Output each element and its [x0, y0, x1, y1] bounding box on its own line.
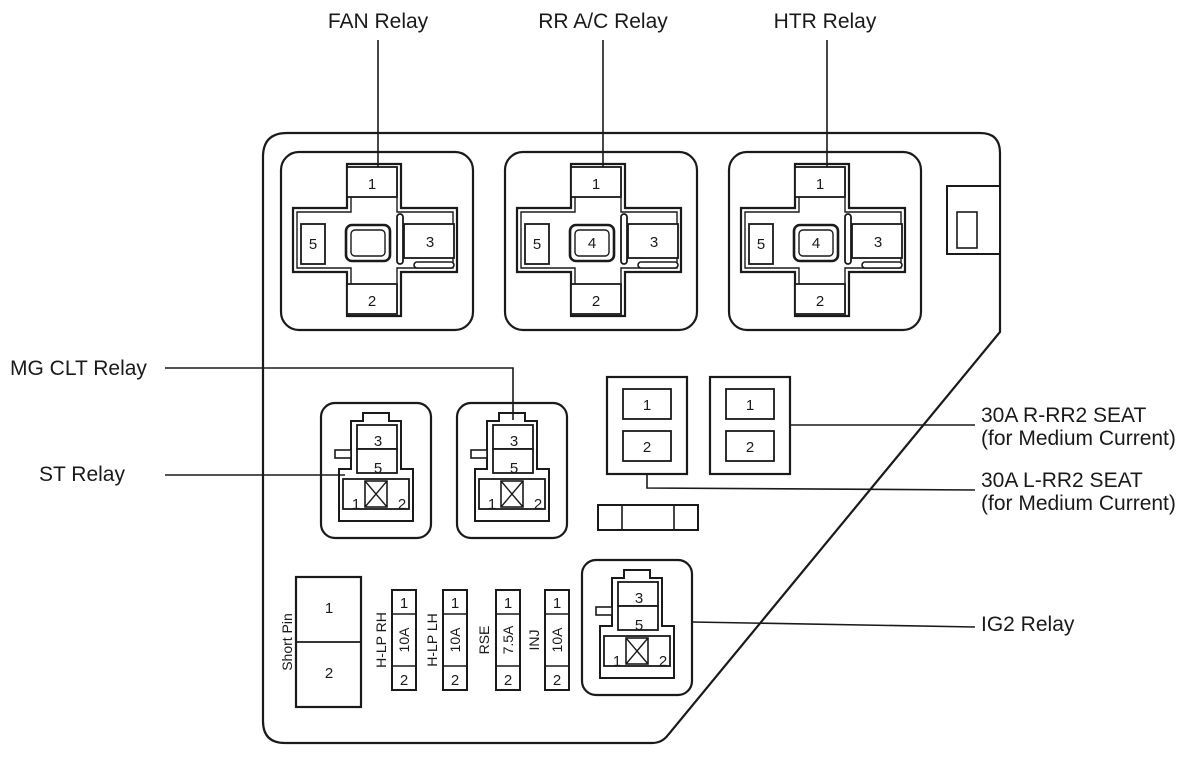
ig2-pin-3: 3	[635, 590, 643, 607]
fuse-h-lp-lh-name: H-LP LH	[424, 613, 440, 666]
r-rr2-seat-note: (for Medium Current)	[981, 427, 1176, 450]
fuse-h-lp-lh-pin-2: 2	[451, 672, 459, 689]
fan-relay-label: FAN Relay	[328, 10, 429, 33]
st-pin-1: 1	[352, 496, 360, 513]
rr-ac-relay-socket: 1 5 4 3 2	[503, 150, 699, 332]
fuse-inj-name: INJ	[526, 630, 542, 651]
leader-lines	[165, 40, 976, 628]
mg-clt-relay-label: MG CLT Relay	[10, 357, 147, 380]
short-pin-2: 2	[325, 665, 333, 682]
fan-pin-5: 5	[309, 236, 317, 253]
fan-pin-3: 3	[426, 234, 434, 251]
fuse-rse-rating: 7.5A	[500, 625, 516, 654]
mg-clt-pin-5: 5	[510, 460, 518, 477]
side-connector-tab	[946, 185, 1001, 255]
rr-ac-pin-3: 3	[650, 234, 658, 251]
rr-ac-relay-label: RR A/C Relay	[538, 10, 668, 33]
l-rr2-seat-note: (for Medium Current)	[981, 492, 1176, 515]
ig2-pin-5: 5	[635, 617, 643, 634]
htr-pin-4: 4	[812, 235, 820, 252]
rr-ac-pin-2: 2	[592, 293, 600, 310]
r-seat-pin-2: 2	[746, 439, 754, 456]
ig2-relay-socket: 3 5 1 2	[580, 558, 694, 697]
l-rr2-seat-fuse: 1 2	[605, 375, 689, 476]
rr-ac-pin-1: 1	[592, 176, 600, 193]
ig2-relay-label: IG2 Relay	[981, 613, 1075, 636]
spare-fuse-slot	[597, 504, 699, 531]
mg-clt-leader	[165, 367, 514, 420]
st-relay-socket: 3 5 1 2	[319, 401, 433, 540]
mg-clt-pin-3: 3	[510, 433, 518, 450]
junction-block-outline	[261, 131, 1002, 745]
fuse-rse-name: RSE	[476, 626, 492, 655]
fuse-rse-pin-1: 1	[504, 595, 512, 612]
fuse-h-lp-rh-pin-1: 1	[400, 595, 408, 612]
fan-relay-socket: 1 5 3 2	[279, 150, 475, 332]
st-pin-3: 3	[374, 433, 382, 450]
fuse-inj: 1 2 10A INJ	[526, 589, 570, 691]
fuse-h-lp-rh-name: H-LP RH	[373, 612, 389, 668]
rr-ac-pin-4: 4	[588, 235, 596, 252]
r-rr2-seat-fuse: 1 2	[708, 375, 792, 476]
fuse-inj-pin-1: 1	[553, 595, 561, 612]
mg-clt-relay-socket: 3 5 1 2	[455, 401, 569, 540]
mg-clt-pin-2: 2	[534, 496, 542, 513]
htr-pin-1: 1	[816, 176, 824, 193]
fuse-h-lp-rh-rating: 10A	[396, 627, 412, 653]
st-pin-5: 5	[374, 460, 382, 477]
htr-pin-5: 5	[757, 236, 765, 253]
r-seat-pin-1: 1	[746, 397, 754, 414]
short-pin-label: Short Pin	[279, 613, 295, 671]
ig2-leader	[691, 621, 976, 628]
htr-pin-3: 3	[874, 234, 882, 251]
st-pin-2: 2	[398, 496, 406, 513]
fan-pin-2: 2	[368, 293, 376, 310]
fuse-inj-pin-2: 2	[553, 672, 561, 689]
ig2-pin-1: 1	[613, 653, 621, 670]
mg-clt-pin-1: 1	[488, 496, 496, 513]
fuse-h-lp-lh-rating: 10A	[447, 627, 463, 653]
r-rr2-seat-label: 30A R-RR2 SEAT	[981, 404, 1147, 427]
rr-ac-pin-5: 5	[533, 236, 541, 253]
l-seat-pin-2: 2	[643, 439, 651, 456]
htr-pin-2: 2	[816, 293, 824, 310]
fuse-rse-pin-2: 2	[504, 672, 512, 689]
st-relay-label: ST Relay	[39, 463, 125, 486]
ig2-pin-2: 2	[659, 653, 667, 670]
fuse-h-lp-lh-pin-1: 1	[451, 595, 459, 612]
fuse-h-lp-lh: 1 2 10A H-LP LH	[424, 589, 468, 691]
l-seat-pin-1: 1	[643, 397, 651, 414]
fan-pin-1: 1	[368, 176, 376, 193]
short-pin-1: 1	[325, 600, 333, 617]
fuse-rse: 1 2 7.5A RSE	[476, 589, 521, 691]
fuse-inj-rating: 10A	[549, 627, 565, 653]
l-rr2-seat-leader	[646, 474, 976, 491]
l-rr2-seat-label: 30A L-RR2 SEAT	[981, 469, 1143, 492]
short-pin-slot: 1 2 Short Pin	[279, 575, 363, 709]
htr-relay-label: HTR Relay	[774, 10, 877, 33]
htr-relay-socket: 1 5 4 3 2	[727, 150, 923, 332]
fuse-h-lp-rh-pin-2: 2	[400, 672, 408, 689]
fuse-h-lp-rh: 1 2 10A H-LP RH	[373, 589, 417, 691]
